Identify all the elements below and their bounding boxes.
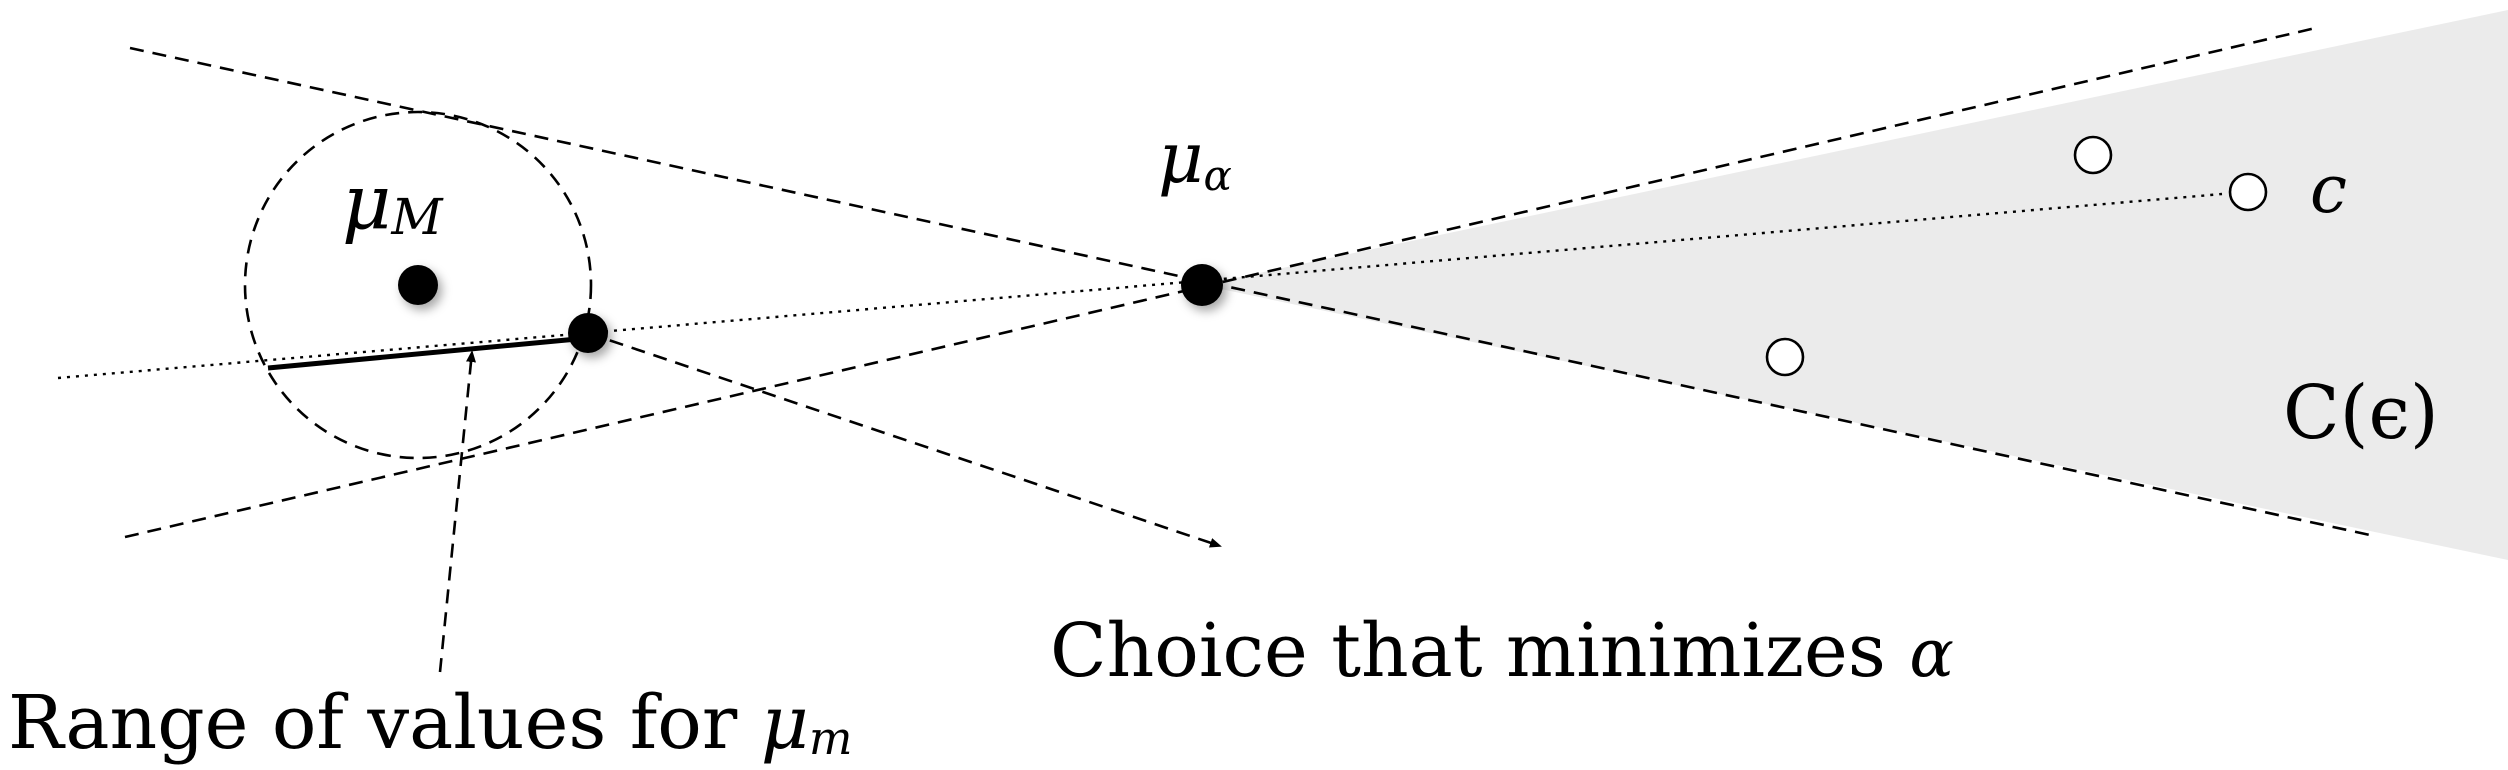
cone-label: C(ϵ) (2283, 370, 2439, 456)
choice-arrow (587, 331, 1222, 548)
dashed-circle (243, 110, 593, 460)
dashed-line-upper (129, 46, 2371, 537)
range-arrow (438, 350, 476, 673)
mu-alpha-point (1181, 264, 1223, 306)
open-point-c (2228, 172, 2268, 212)
range-endpoint (568, 313, 608, 353)
choice-label: Choice that minimizes α (1050, 608, 1954, 694)
mu-alpha-label: μα (1158, 117, 1232, 200)
mu-M-point (398, 265, 438, 305)
dotted-line (57, 192, 2223, 380)
range-label: Range of values for μm (8, 680, 852, 766)
cone-region (1202, 10, 2508, 560)
open-point (2073, 135, 2113, 175)
c-label: c (2310, 151, 2347, 228)
dashed-line-lower (124, 25, 2321, 539)
range-segment (267, 335, 589, 371)
mu-M-label: μM (342, 157, 444, 246)
open-point (1765, 337, 1805, 377)
